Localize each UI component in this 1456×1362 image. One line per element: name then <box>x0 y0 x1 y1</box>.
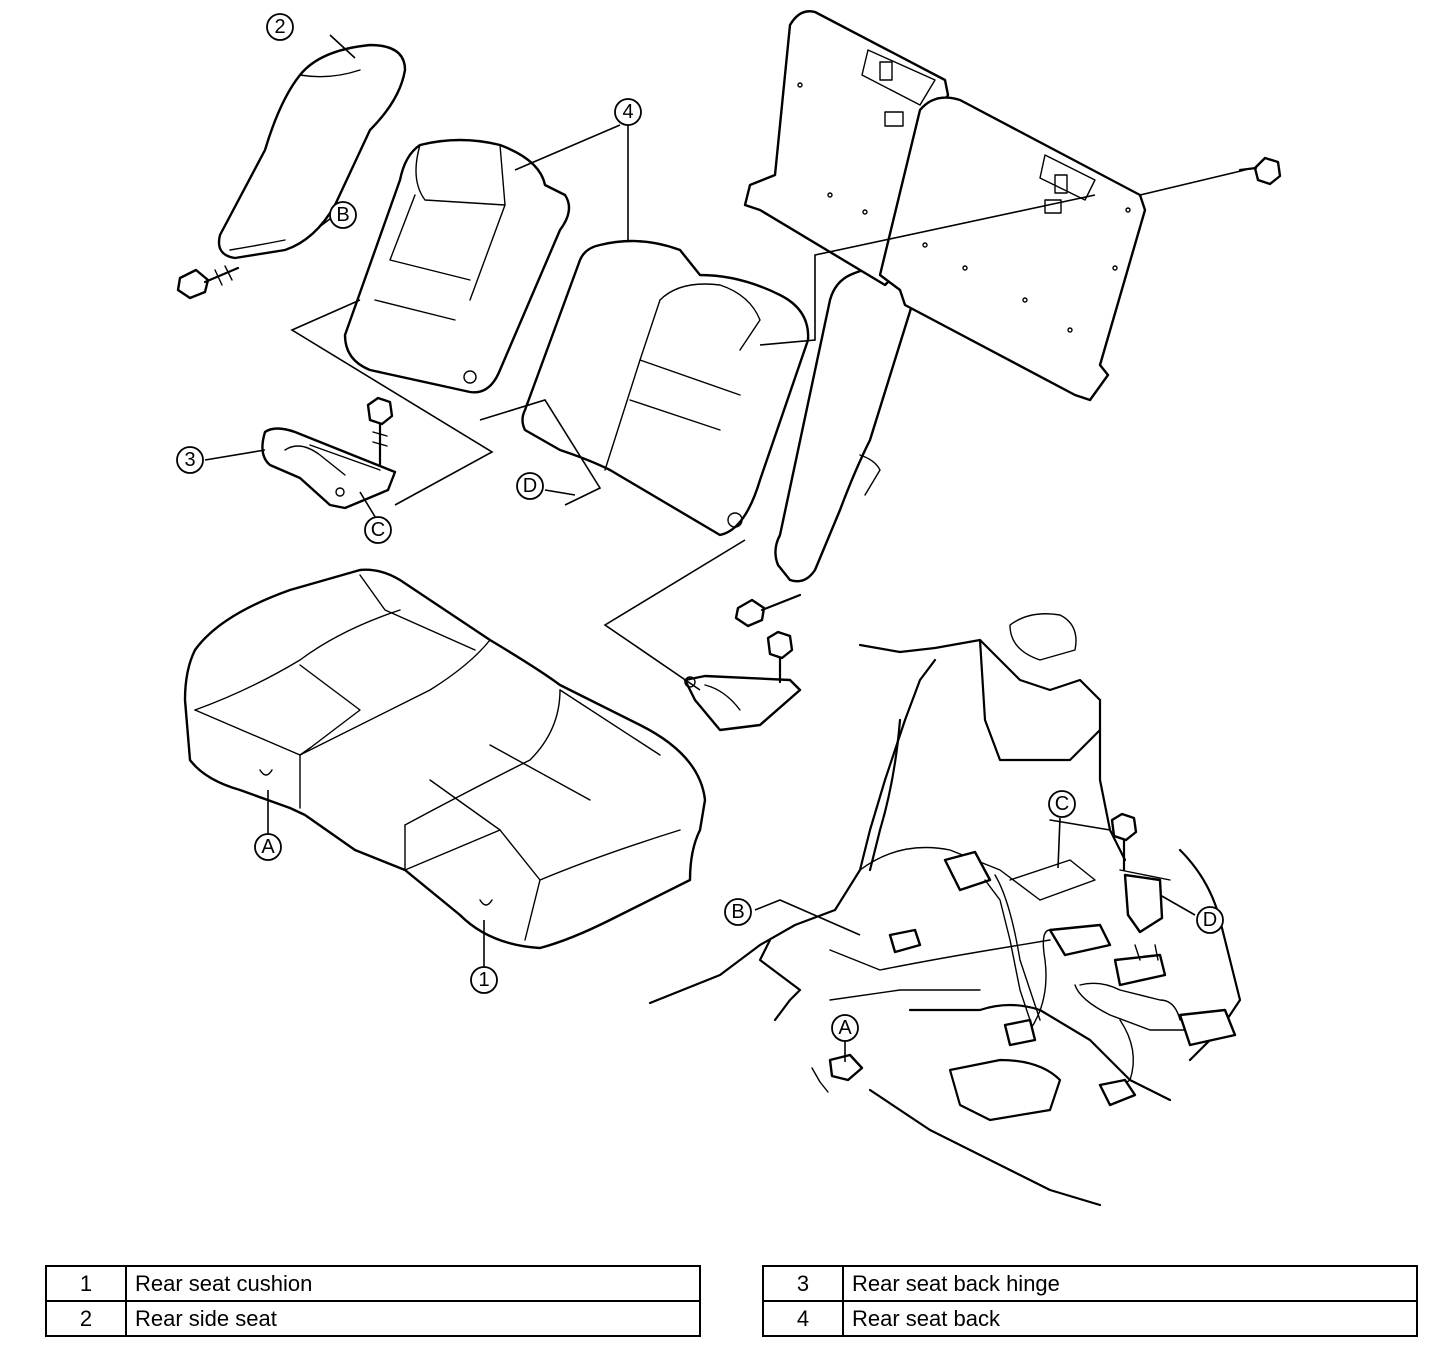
side-seat-bolt <box>176 265 240 300</box>
callout-c-floor: C <box>1048 790 1076 818</box>
legend-part-name: Rear seat back hinge <box>842 1265 1418 1302</box>
legend-number: 4 <box>762 1300 844 1337</box>
callout-b-floor: B <box>724 898 752 926</box>
legend-number: 2 <box>45 1300 127 1337</box>
legend-row: 2 Rear side seat <box>45 1300 701 1337</box>
rear-seat-back-hinge-right <box>683 674 802 732</box>
legend-number: 3 <box>762 1265 844 1302</box>
callout-4-label: 4 <box>622 101 633 123</box>
callout-c-floor-label: C <box>1055 793 1069 815</box>
legend-number: 1 <box>45 1265 127 1302</box>
callout-1-label: 1 <box>478 969 489 991</box>
rear-seat-back-left <box>343 138 571 394</box>
callout-b-sideseat-label: B <box>336 204 349 226</box>
exploded-view-diagram: 1 2 3 4 A A B B C C D D <box>176 10 1282 1207</box>
callout-d-seatback-label: D <box>523 475 537 497</box>
callout-2: 2 <box>266 13 294 41</box>
callout-1: 1 <box>470 966 498 994</box>
hinge-left-bolt <box>366 396 394 467</box>
callout-4: 4 <box>614 98 642 126</box>
legend-row: 4 Rear seat back <box>762 1300 1418 1337</box>
callout-d-floor: D <box>1196 906 1224 934</box>
callout-c-hinge-label: C <box>371 519 385 541</box>
parts-legend-right: 3 Rear seat back hinge 4 Rear seat back <box>762 1265 1418 1337</box>
callout-2-label: 2 <box>274 16 285 38</box>
callout-b-sideseat: B <box>329 201 357 229</box>
hinge-right-bolt <box>766 630 794 684</box>
seat-back-trim-panels <box>743 10 1147 402</box>
callout-a-floor-label: A <box>838 1017 852 1039</box>
rear-seat-back-right <box>521 239 810 537</box>
side-seat-right-bolt <box>734 593 802 628</box>
callout-d-seatback: D <box>516 472 544 500</box>
callout-d-floor-label: D <box>1203 909 1217 931</box>
vehicle-floor-area <box>648 613 1242 1207</box>
callout-3: 3 <box>176 446 204 474</box>
reference-leader-lines <box>204 34 1246 1062</box>
parts-legend-left: 1 Rear seat cushion 2 Rear side seat <box>45 1265 701 1337</box>
rear-side-seat-left <box>217 43 407 260</box>
rear-seat-back-hinge-left <box>261 427 397 510</box>
callout-c-hinge: C <box>364 516 392 544</box>
legend-part-name: Rear side seat <box>125 1300 701 1337</box>
legend-row: 1 Rear seat cushion <box>45 1265 701 1302</box>
callout-b-floor-label: B <box>731 901 744 923</box>
trim-clip <box>1238 156 1282 186</box>
callout-a-cushion-label: A <box>261 836 275 858</box>
legend-part-name: Rear seat cushion <box>125 1265 701 1302</box>
callout-3-label: 3 <box>184 449 195 471</box>
legend-row: 3 Rear seat back hinge <box>762 1265 1418 1302</box>
legend-part-name: Rear seat back <box>842 1300 1418 1337</box>
callout-a-floor: A <box>831 1014 859 1042</box>
callout-a-cushion: A <box>254 833 282 861</box>
rear-seat-cushion <box>183 568 707 950</box>
